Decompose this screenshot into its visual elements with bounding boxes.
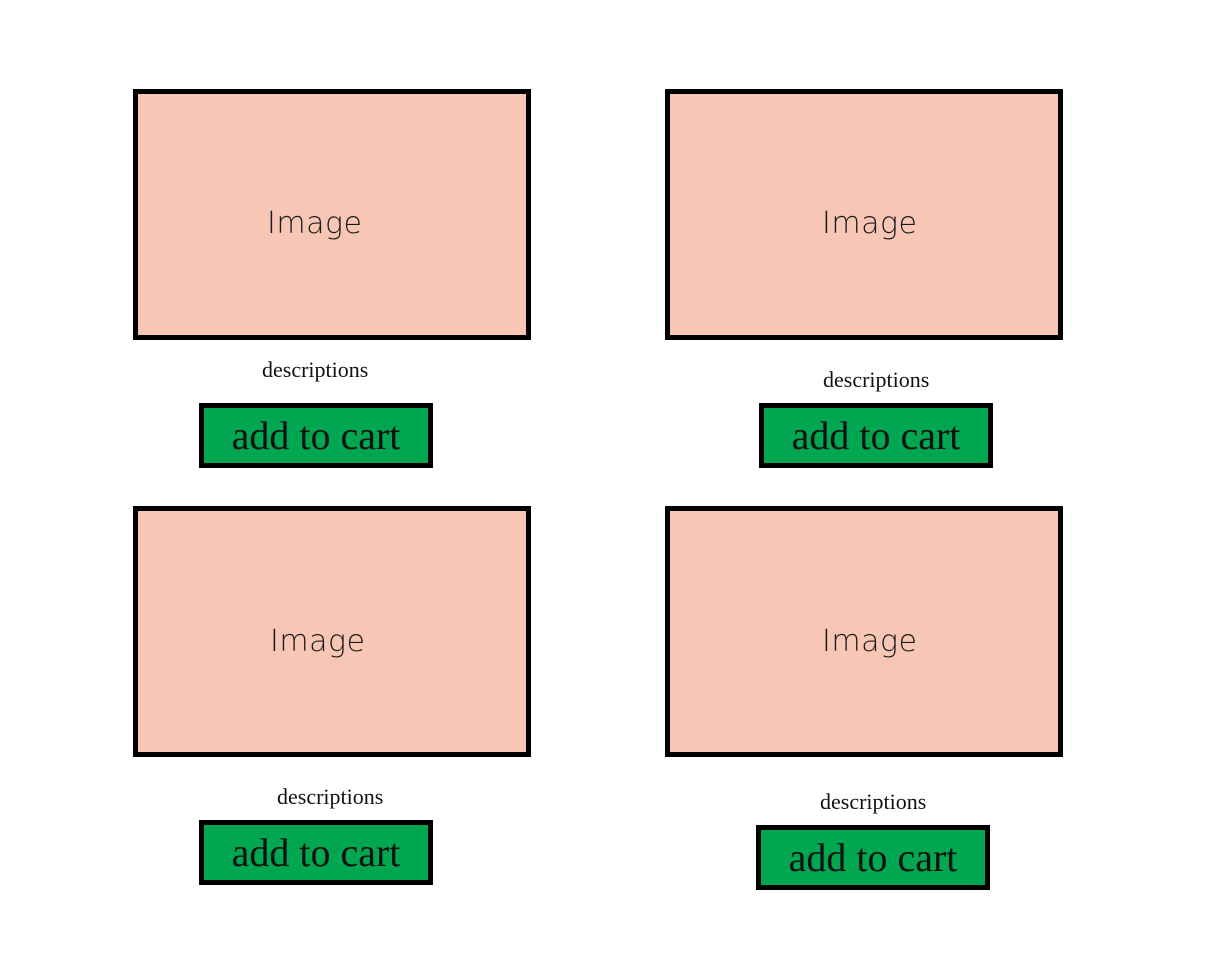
product-description: descriptions <box>277 784 384 809</box>
image-label: Image <box>270 624 366 659</box>
image-label: Image <box>267 206 363 241</box>
product-description: descriptions <box>262 357 369 382</box>
product-image-placeholder[interactable]: Image <box>665 89 1063 340</box>
add-to-cart-button[interactable]: add to cart <box>199 820 433 885</box>
add-to-cart-button[interactable]: add to cart <box>759 403 993 468</box>
product-description: descriptions <box>823 367 930 392</box>
image-label: Image <box>822 624 918 659</box>
product-image-placeholder[interactable]: Image <box>133 506 531 757</box>
product-image-placeholder[interactable]: Image <box>665 506 1063 757</box>
add-to-cart-button[interactable]: add to cart <box>756 825 990 890</box>
product-description: descriptions <box>820 789 927 814</box>
image-label: Image <box>822 206 918 241</box>
add-to-cart-button[interactable]: add to cart <box>199 403 433 468</box>
product-image-placeholder[interactable]: Image <box>133 89 531 340</box>
